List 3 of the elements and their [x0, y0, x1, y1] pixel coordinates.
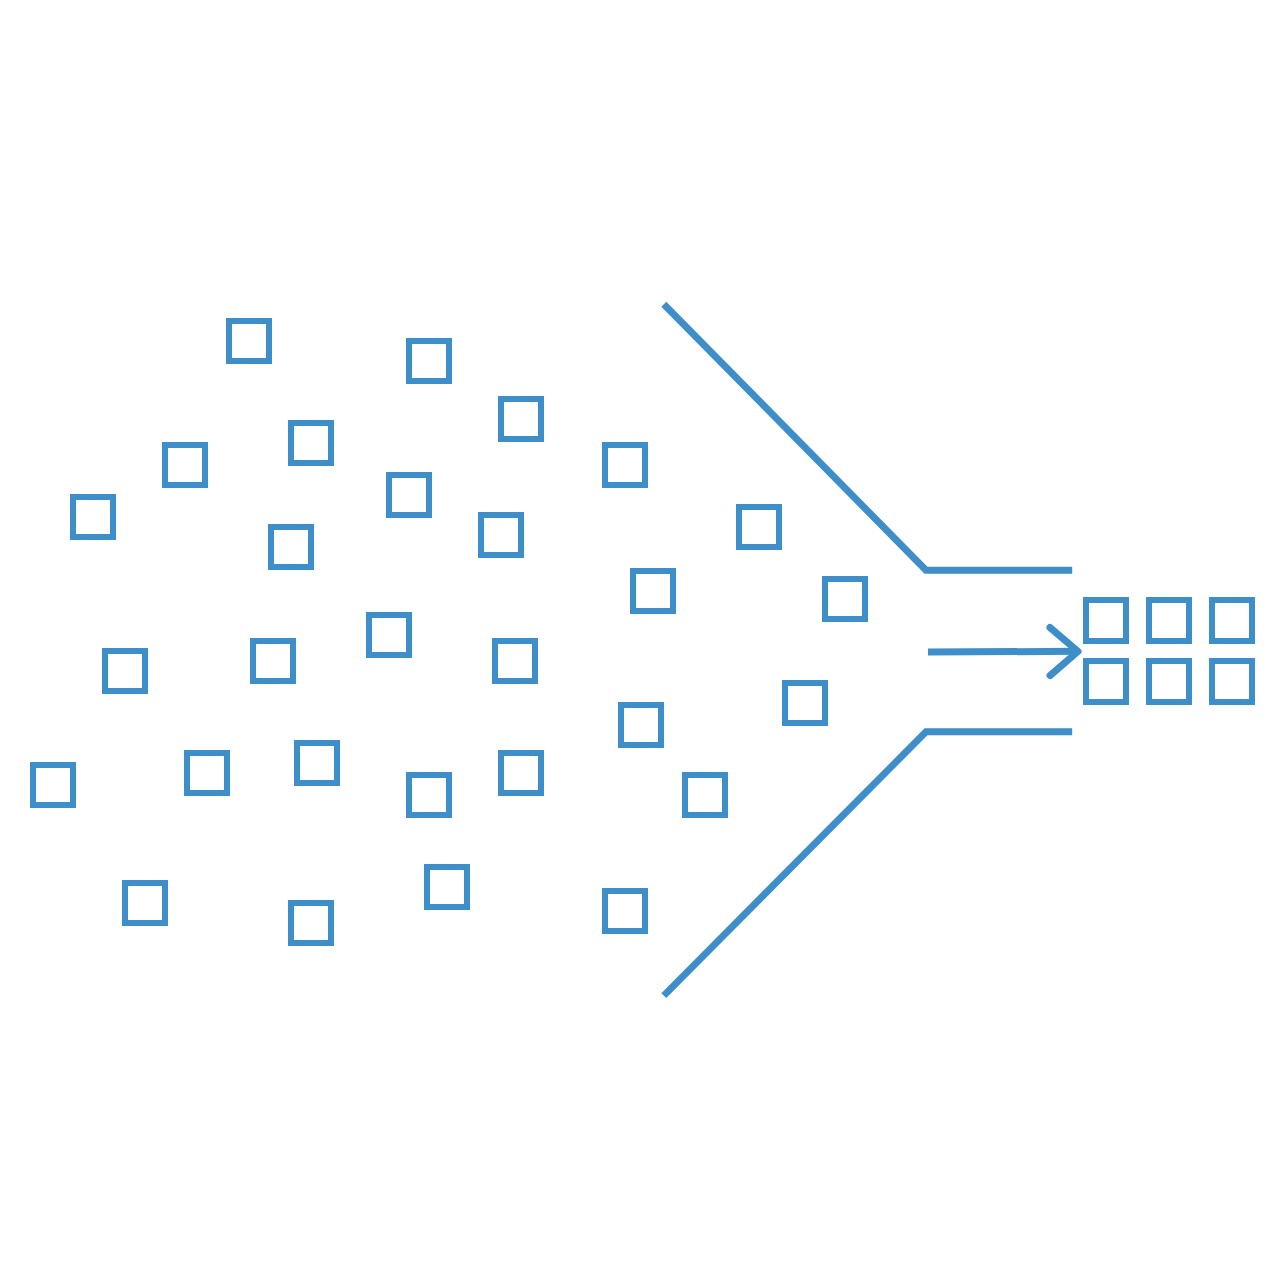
grid-icon	[1082, 596, 1258, 706]
funnel	[658, 300, 1078, 1002]
arrow	[928, 624, 1082, 679]
